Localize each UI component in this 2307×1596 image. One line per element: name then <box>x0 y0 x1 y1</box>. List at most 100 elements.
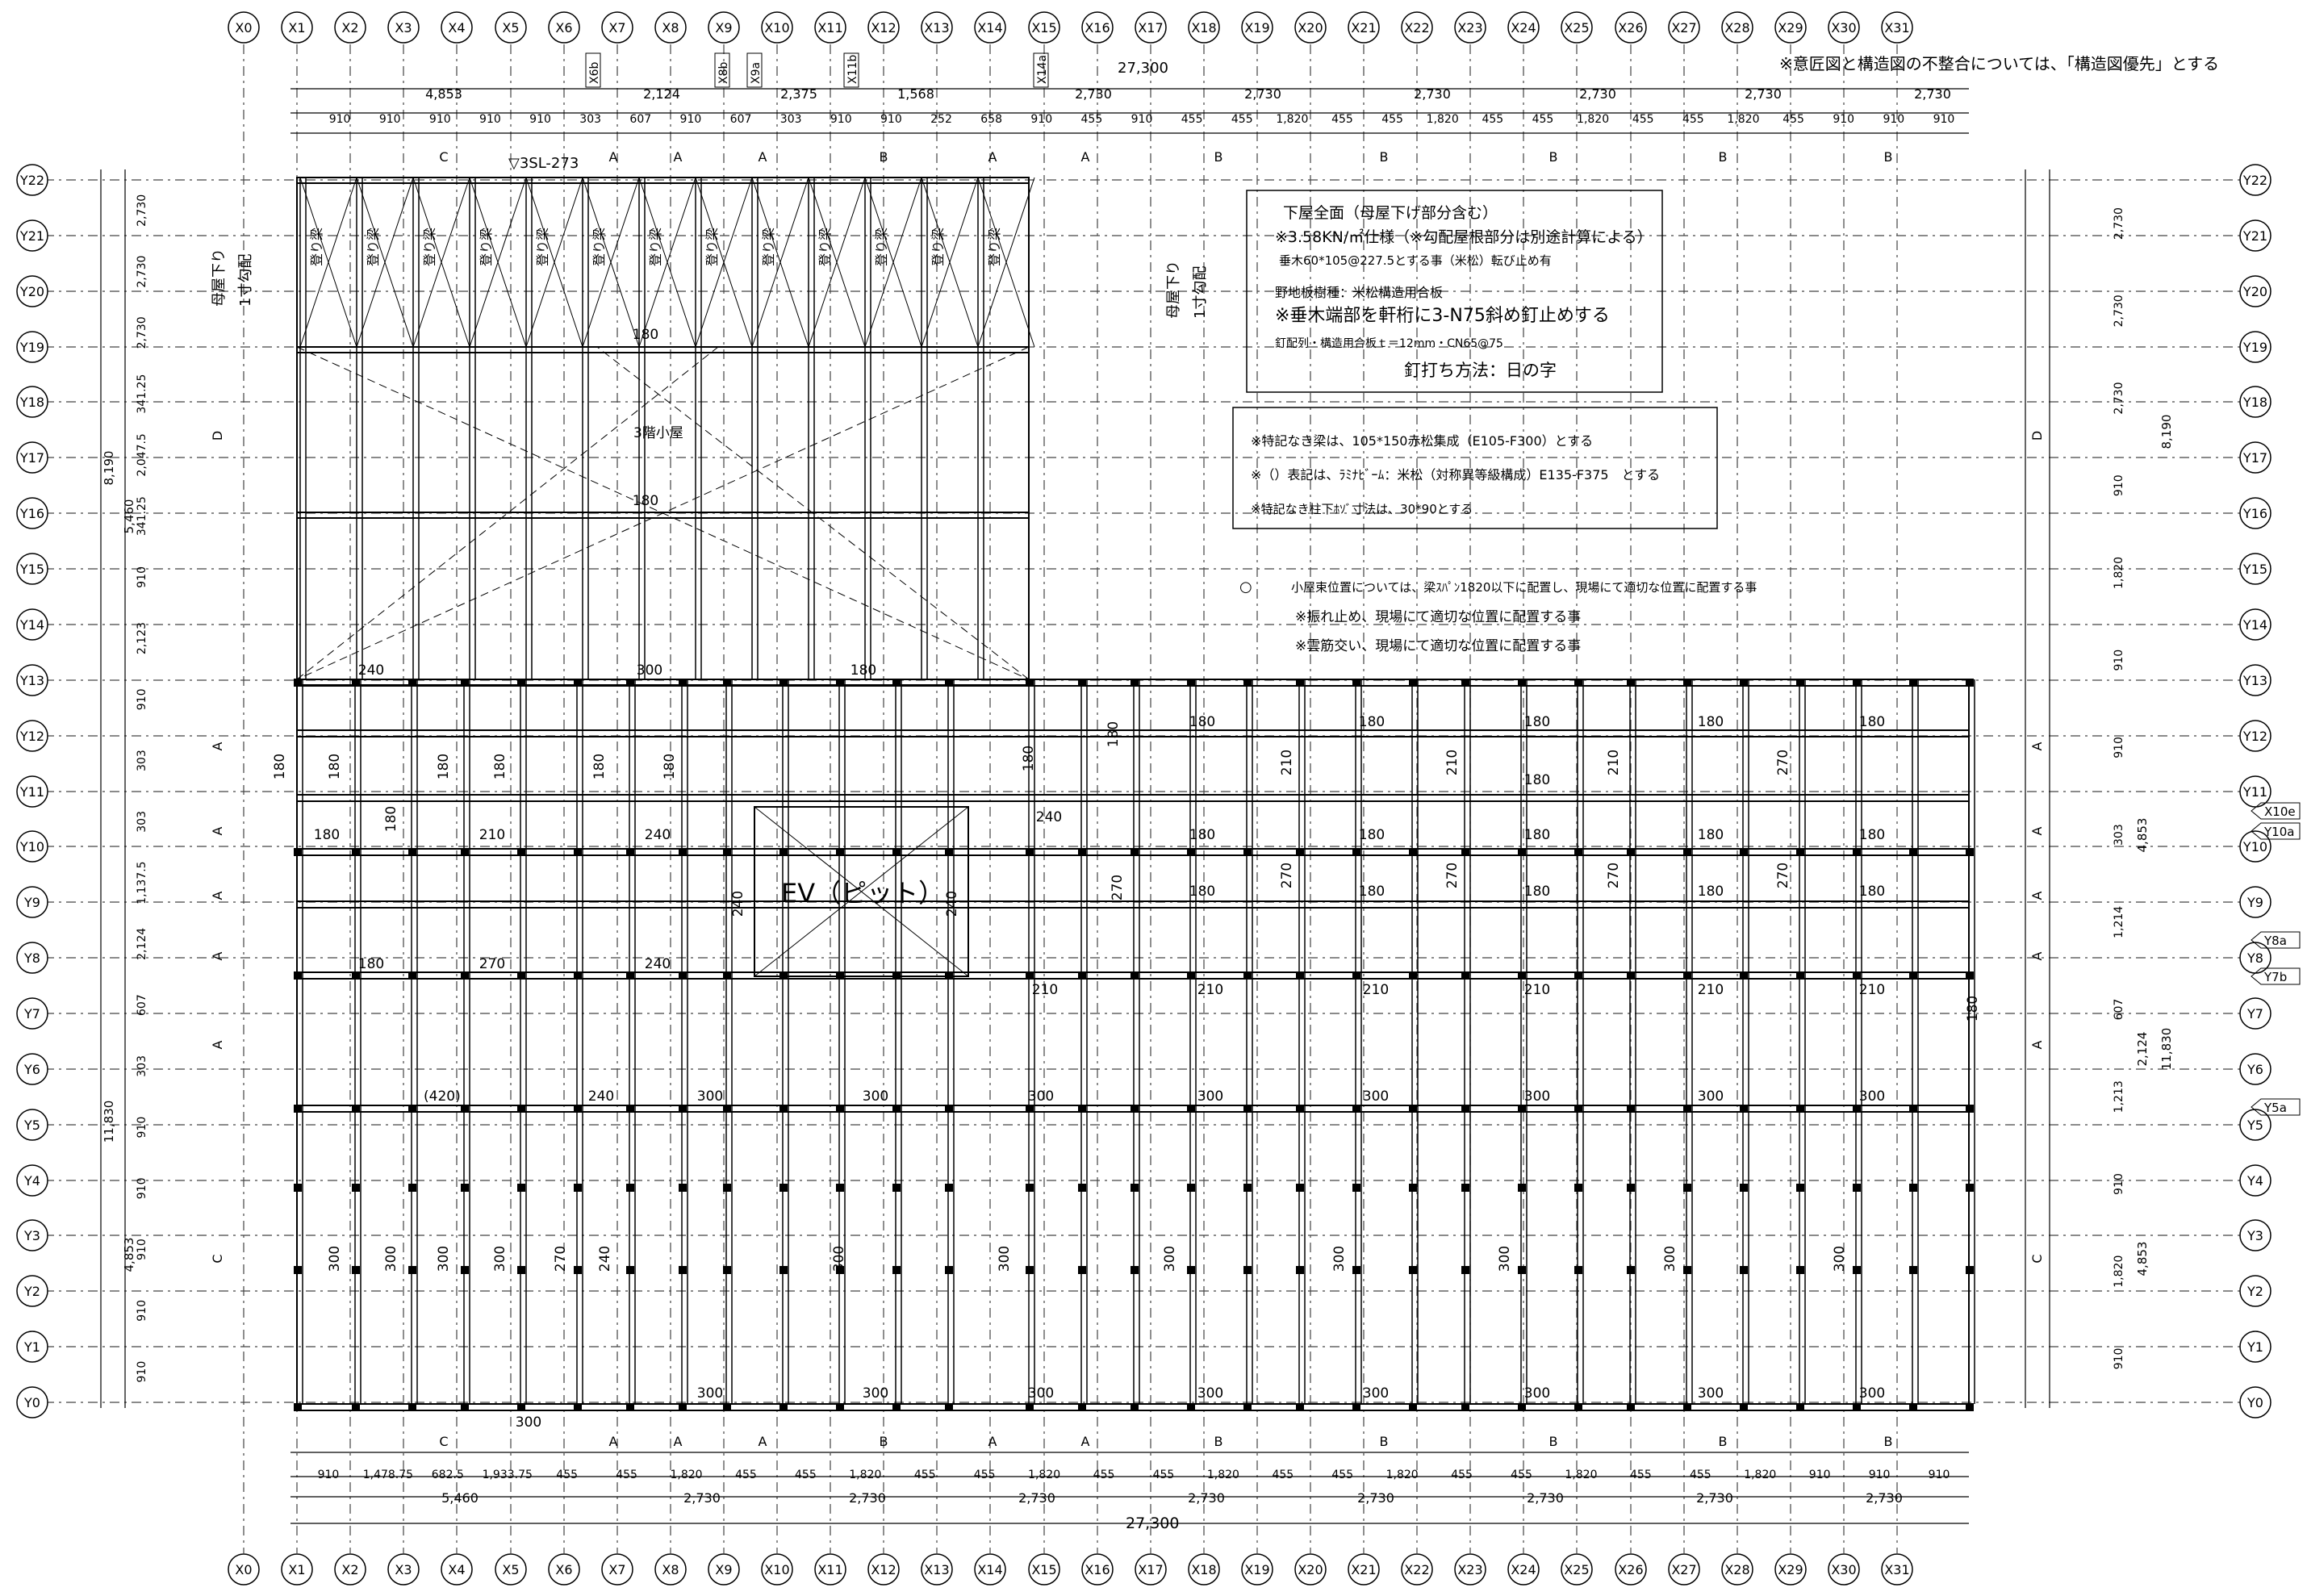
grid-bubble-x-label: X11 <box>817 20 842 36</box>
beam-size-label: 210 <box>1859 982 1885 998</box>
right-dim-mid: 4,853 <box>2135 818 2150 853</box>
aux-x-flag-label: X11b <box>846 55 859 84</box>
bottom-dim-row1: 455 <box>795 1469 817 1481</box>
post-marker <box>1296 1403 1304 1411</box>
grid-bubble-y <box>16 164 48 196</box>
bottom-zone-label: B <box>880 1434 888 1449</box>
grid-bubble-y <box>16 886 48 918</box>
grid-bubble-y-label: Y1 <box>23 1339 40 1355</box>
beam-size-label-v: 300 <box>831 1246 847 1272</box>
beam-size-label: 210 <box>1197 982 1223 998</box>
left-zone-label: A <box>210 1040 225 1049</box>
grid-bubble-y <box>2239 1386 2271 1418</box>
beam-size-label-v: 270 <box>1606 863 1622 888</box>
post-marker <box>294 1105 302 1113</box>
left-dim-outer: 11,830 <box>102 1101 116 1143</box>
left-dim-inner: 341.25 <box>136 496 148 536</box>
post-marker <box>626 1105 634 1113</box>
post-marker <box>1296 1266 1304 1274</box>
post-marker <box>352 971 360 980</box>
post-marker <box>1409 1105 1417 1113</box>
top-dim-row3: 910 <box>1030 113 1052 126</box>
grid-bubble-y <box>16 830 48 863</box>
grid-bubble-y-label: Y4 <box>23 1173 40 1189</box>
beam-size-label: 300 <box>1698 1088 1724 1105</box>
top-dim-row3: 658 <box>980 113 1002 126</box>
post-marker <box>1187 848 1195 856</box>
top-overall-dim: 27,300 <box>1118 60 1168 77</box>
grid-bubble-y-label: Y1 <box>2246 1339 2263 1355</box>
top-dim-row2: 2,730 <box>1414 86 1451 102</box>
post-marker <box>574 679 582 687</box>
grid-bubble-y-label: Y21 <box>2242 228 2267 244</box>
beam-size-label: 240 <box>1036 809 1062 825</box>
beam-size-label: 300 <box>697 1088 723 1105</box>
post-marker <box>779 1184 788 1192</box>
left-zone-label: C <box>210 1254 225 1263</box>
grid-bubble-x <box>761 11 793 44</box>
left-dim-inner: 910 <box>136 1300 148 1322</box>
post-marker <box>779 1403 788 1411</box>
left-dim-mid: 5,460 <box>122 499 136 534</box>
grid-bubble-x-label: X28 <box>1724 20 1749 36</box>
beam-size-label: 300 <box>1197 1385 1223 1402</box>
top-dim-row2: 2,730 <box>1914 86 1951 102</box>
post-marker <box>723 971 731 980</box>
grid-bubble-x-label: X26 <box>1618 20 1643 36</box>
post-marker <box>723 679 731 687</box>
aux-x-flag-label: X8b <box>717 62 730 84</box>
rafter-beam-label: 登り梁 <box>761 228 776 266</box>
bottom-zone-label: B <box>1719 1434 1728 1449</box>
brace-line <box>695 177 753 348</box>
grid-bubble-y-label: Y20 <box>19 284 44 299</box>
top-dim-row3: 607 <box>629 113 651 126</box>
grid-bubble-x <box>387 11 420 44</box>
post-marker <box>574 1266 582 1274</box>
grid-bubble-y <box>16 997 48 1030</box>
top-dim-row2: 2,124 <box>643 86 680 102</box>
post-marker <box>1966 1403 1974 1411</box>
rafter-beam-label: 登り梁 <box>591 228 607 266</box>
grid-bubble-x-label: X20 <box>1298 1562 1323 1577</box>
right-zone-label: D <box>2029 431 2045 441</box>
notes-free-line3: ※雲筋交い、現場にて適切な位置に配置する事 <box>1295 638 1581 654</box>
bottom-dim-row2: 2,730 <box>1866 1490 1903 1506</box>
post-marker <box>1026 1266 1034 1274</box>
notes-box-roof-line5: ※垂木端部を軒桁に3-N75斜め釘止めする <box>1275 306 1610 326</box>
post-marker <box>1352 1105 1360 1113</box>
post-marker <box>1518 1105 1526 1113</box>
post-marker <box>1796 679 1804 687</box>
top-dim-row2: 2,730 <box>1075 86 1112 102</box>
grid-bubble-y <box>2239 1164 2271 1197</box>
top-dim-row2: 2,730 <box>1745 86 1782 102</box>
post-marker <box>1796 1266 1804 1274</box>
post-marker <box>517 1184 525 1192</box>
bottom-dim-row1: 455 <box>1153 1469 1175 1481</box>
post-marker <box>1518 848 1526 856</box>
post-marker <box>679 848 687 856</box>
notes-circle-mark: ○ <box>1239 579 1252 595</box>
left-dim-inner: 910 <box>136 689 148 711</box>
post-marker <box>1409 1403 1417 1411</box>
post-marker <box>1796 1403 1804 1411</box>
notes-free-line2: ※振れ止め、現場にて適切な位置に配置する事 <box>1295 609 1581 625</box>
grid-bubble-x <box>921 11 953 44</box>
top-dim-row3: 455 <box>1331 113 1353 126</box>
notes-box-roof-line6: 釘配列・構造用合板ｔ＝12mm・CN65@75 <box>1275 336 1503 350</box>
grid-bubble-y <box>2239 1109 2271 1141</box>
post-marker <box>723 1184 731 1192</box>
notes-box-roof <box>1246 190 1663 393</box>
rafter-beam-label: 登り梁 <box>479 228 494 266</box>
grid-bubble-x <box>1028 11 1060 44</box>
grid-bubble-x-label: X3 <box>395 20 412 36</box>
grid-bubble-x-label: X1 <box>288 20 305 36</box>
post-marker <box>1243 971 1252 980</box>
grid-bubble-y <box>2239 553 2271 585</box>
grid-bubble-y <box>2239 1331 2271 1363</box>
top-dim-row3: 910 <box>329 113 351 126</box>
rafter-beam-label: 登り梁 <box>366 228 381 266</box>
grid-bubble-y-label: Y10 <box>2242 839 2267 854</box>
right-zone-label: A <box>2029 891 2045 900</box>
grid-bubble-y-label: Y2 <box>23 1284 40 1299</box>
grid-bubble-y-label: Y7 <box>2246 1006 2263 1022</box>
